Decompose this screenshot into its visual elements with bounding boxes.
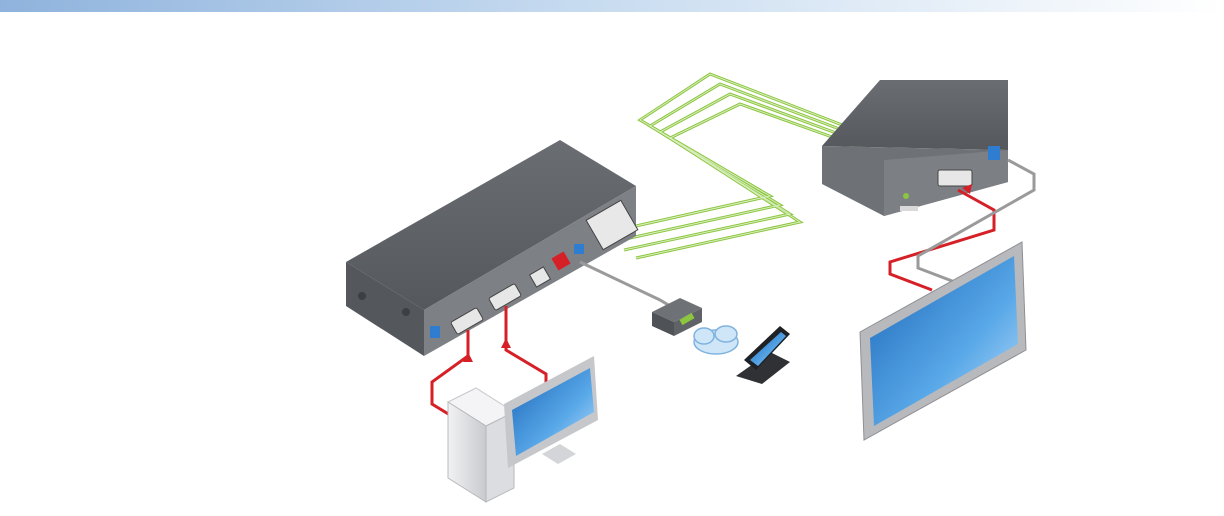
receiver-led: [903, 193, 909, 199]
extron-logo: [900, 206, 918, 211]
network-switch: [652, 298, 702, 336]
receiver-network-port: [988, 146, 1000, 160]
ethernet-cable-1: [580, 262, 680, 312]
video-arrow-2: [501, 338, 511, 348]
flat-panel-display: [860, 242, 1026, 440]
receiver-video-port: [938, 170, 972, 186]
transmitter-rs232-port: [574, 244, 584, 254]
video-cable-2: [506, 306, 546, 398]
computer-monitor: [504, 356, 598, 468]
touch-panel: [736, 326, 790, 384]
transmitter: [346, 140, 638, 356]
receiver: [822, 80, 1008, 216]
transmitter-config-port: [430, 326, 440, 338]
network-cloud: [694, 326, 738, 354]
